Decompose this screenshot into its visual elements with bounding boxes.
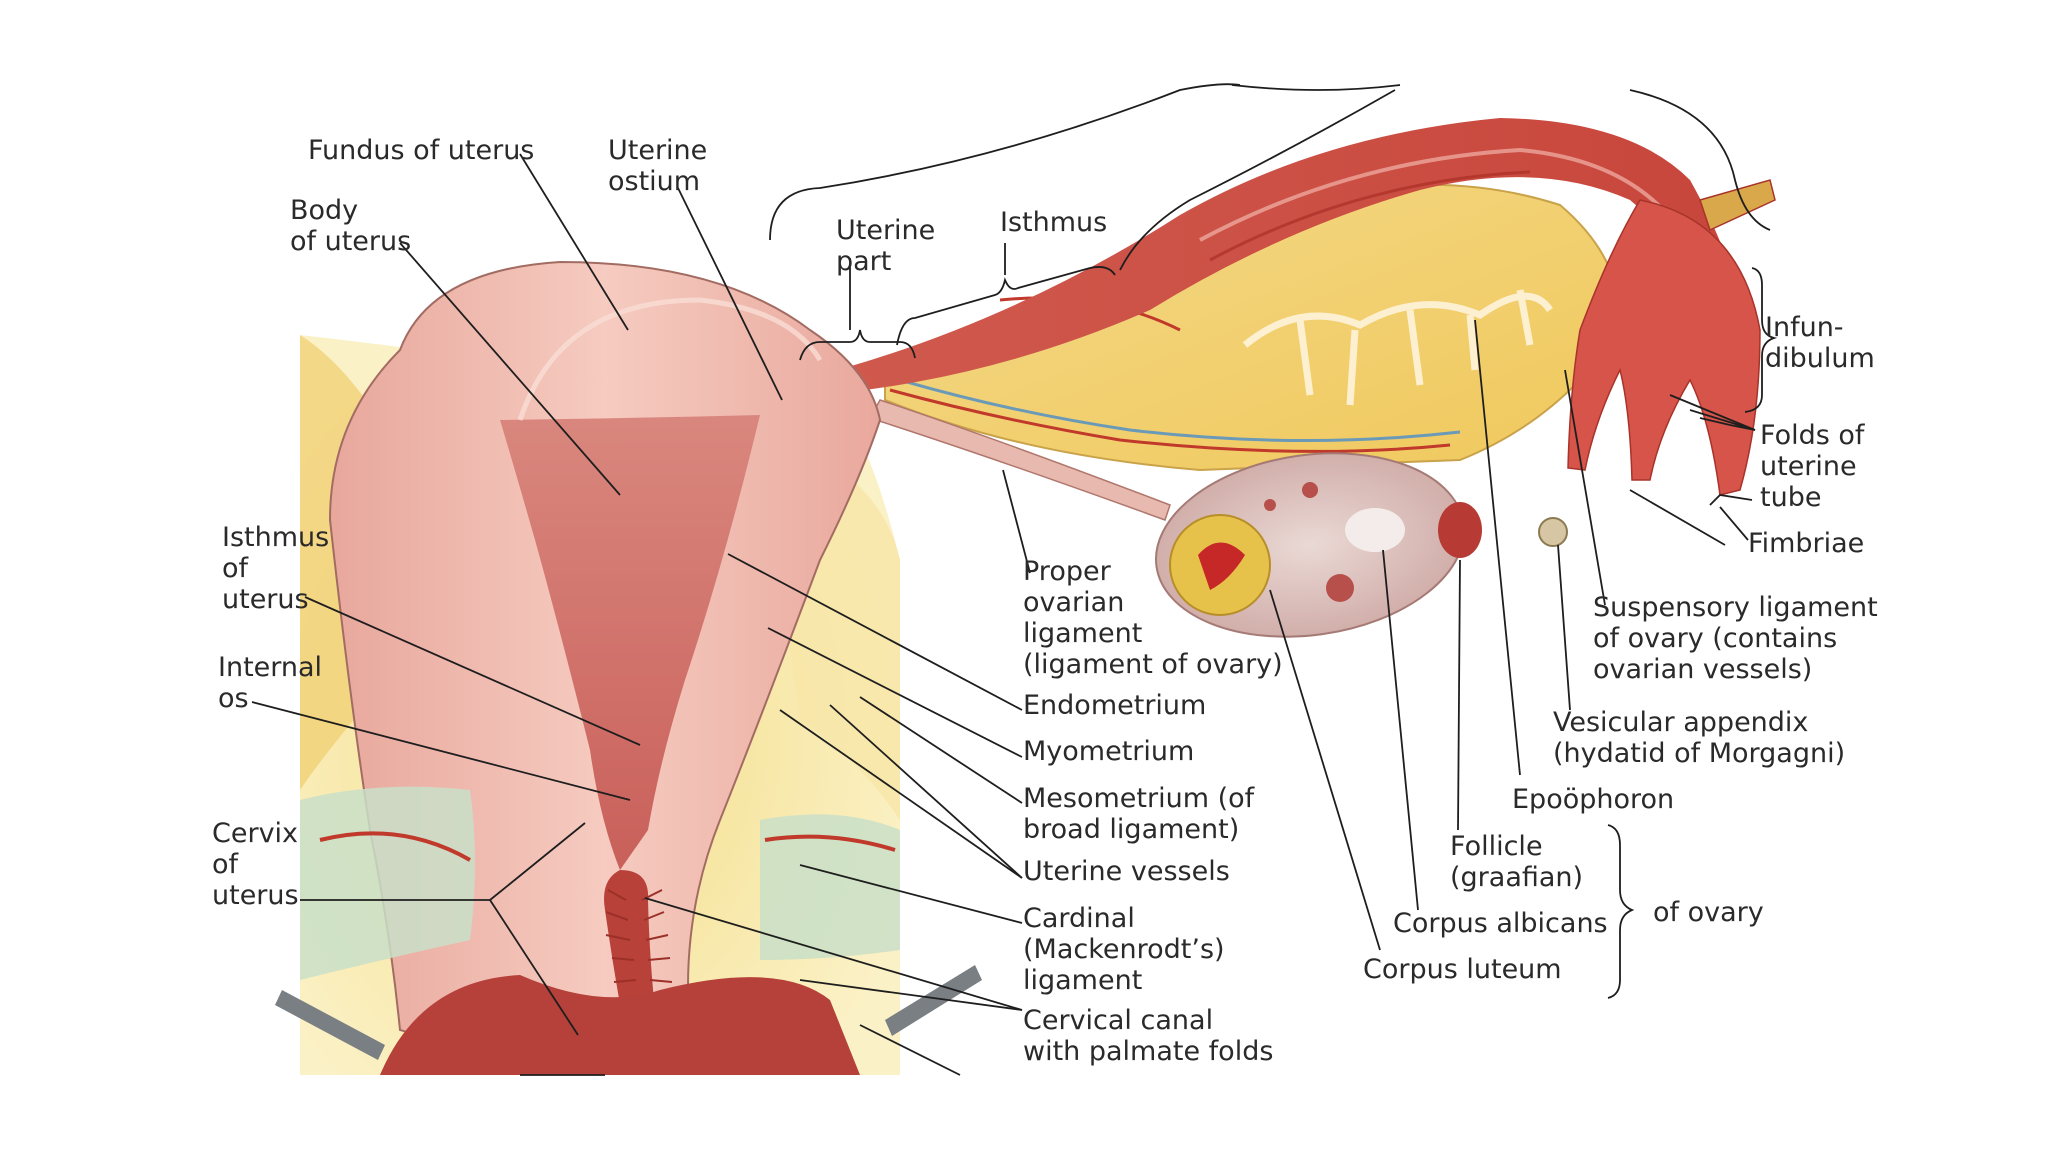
label-corpus-luteum: Corpus luteum <box>1363 954 1562 985</box>
uterine-tube-bracket <box>769 83 1401 241</box>
label-follicle: Follicle (graafian) <box>1450 831 1584 893</box>
left-forceps <box>275 990 385 1060</box>
infundibulum-bracket <box>1744 267 1778 413</box>
corpus-albicans-shape <box>1345 508 1405 552</box>
vaginal-wall <box>380 975 860 1075</box>
label-suspensory-ligament: Suspensory ligament of ovary (contains o… <box>1593 592 1878 685</box>
label-vesicular-appendix: Vesicular appendix (hydatid of Morgagni) <box>1553 707 1846 769</box>
folds-bracket <box>1709 494 1753 506</box>
tube-main-bracket <box>1119 89 1396 271</box>
label-fimbriae: Fimbriae <box>1748 528 1865 559</box>
epoophoron-tubules <box>1242 289 1553 406</box>
label-cervical-canal: Cervical canal with palmate folds <box>1023 1005 1274 1067</box>
label-uterine-part: Uterine part <box>836 215 936 277</box>
label-folds-of-uterine-tube: Folds of uterine tube <box>1760 420 1865 513</box>
label-of-ovary: of ovary <box>1653 897 1764 928</box>
tube-segment-brackets <box>769 83 1778 999</box>
label-cardinal-ligament: Cardinal (Mackenrodt’s) ligament <box>1023 903 1225 996</box>
label-isthmus-of-uterus: Isthmus of uterus <box>222 522 330 615</box>
uterine-tube <box>800 118 1745 395</box>
label-isthmus-tube: Isthmus <box>1000 207 1108 238</box>
label-epoophoron: Epoöphoron <box>1512 784 1675 815</box>
label-corpus-albicans: Corpus albicans <box>1393 908 1608 939</box>
label-uterine-vessels: Uterine vessels <box>1023 856 1230 887</box>
uterine-cavity <box>500 415 760 870</box>
isthmus-bracket <box>896 266 1116 346</box>
label-body-of-uterus: Body of uterus <box>290 195 412 257</box>
parametrial-tissue <box>300 786 900 980</box>
label-endometrium: Endometrium <box>1023 690 1207 721</box>
tube-right-bracket <box>1629 89 1771 231</box>
vesicular-appendix <box>1538 517 1568 547</box>
label-uterine-ostium: Uterine ostium <box>608 135 708 197</box>
label-fundus-of-uterus: Fundus of uterus <box>308 135 535 166</box>
of-ovary-bracket <box>1607 824 1635 999</box>
uterine-part-bracket <box>799 329 916 361</box>
label-infundibulum: Infun- dibulum <box>1765 312 1875 374</box>
label-myometrium: Myometrium <box>1023 736 1195 767</box>
label-internal-os: Internal os <box>218 652 323 714</box>
label-proper-ovarian-ligament: Proper ovarian ligament (ligament of ova… <box>1023 556 1283 680</box>
label-mesometrium: Mesometrium (of broad ligament) <box>1023 783 1255 845</box>
follicle-shape <box>1438 502 1482 558</box>
leader-lines <box>251 153 1756 1076</box>
fimbriae <box>1567 179 1776 496</box>
right-forceps <box>885 965 982 1036</box>
label-cervix-of-uterus: Cervix of uterus <box>212 818 299 911</box>
proper-ovarian-ligament <box>868 399 1171 521</box>
